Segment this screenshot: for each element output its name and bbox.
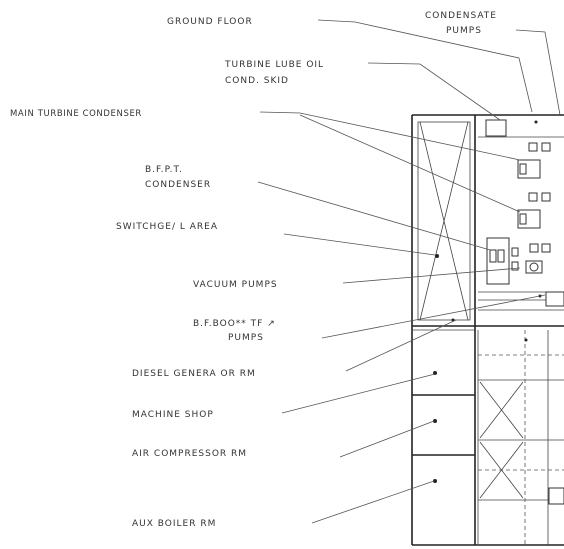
label-condensate-pumps-line1: CONDENSATE — [425, 11, 497, 21]
labels: GROUND FLOOR CONDENSATE PUMPS TURBINE LU… — [10, 11, 497, 529]
label-bf-booster-pumps-line2: PUMPS — [228, 333, 264, 343]
label-turbine-lube-oil-line2: COND. SKID — [225, 76, 289, 86]
label-bfpt-condenser-line2: CONDENSER — [145, 180, 211, 190]
label-condensate-pumps-line2: PUMPS — [446, 26, 482, 36]
label-bf-booster-pumps-line1: B.F.BOO** TF ↗ — [193, 319, 276, 329]
label-air-compressor-rm: AIR COMPRESSOR RM — [132, 449, 247, 459]
equipment-symbols — [433, 119, 564, 505]
label-vacuum-pumps: VACUUM PUMPS — [193, 280, 278, 290]
label-bfpt-condenser-line1: B.F.P.T. — [145, 165, 183, 175]
label-turbine-lube-oil-line1: TURBINE LUBE OIL — [224, 60, 324, 70]
label-switchgear-area: SWITCHGE/ L AREA — [116, 222, 218, 232]
leader-lines — [257, 19, 561, 524]
label-aux-boiler-rm: AUX BOILER RM — [132, 519, 216, 529]
label-ground-floor: GROUND FLOOR — [167, 17, 253, 27]
label-diesel-generator-rm: DIESEL GENERA OR RM — [132, 369, 256, 379]
label-main-turbine-condenser: MAIN TURBINE CONDENSER — [10, 109, 142, 119]
label-machine-shop: MACHINE SHOP — [132, 410, 214, 420]
